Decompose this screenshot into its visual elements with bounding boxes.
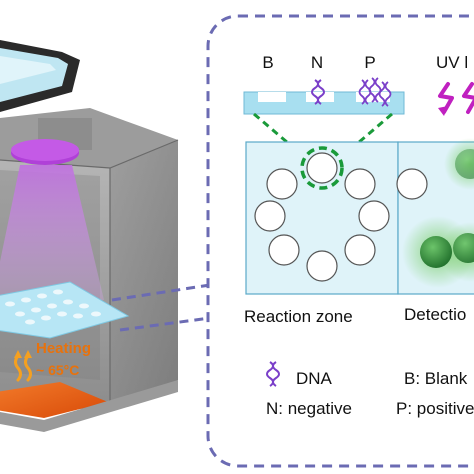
detection-well-positive — [420, 236, 452, 268]
uv-lamp-top — [11, 139, 79, 161]
uv-beam — [0, 165, 104, 310]
chip-wells — [5, 289, 101, 325]
legend: DNA B: Blank N: negative P: positive — [266, 361, 474, 418]
legend-negative: N: negative — [266, 399, 352, 418]
uv-label: UV l — [436, 53, 468, 72]
legend-blank: B: Blank — [404, 369, 468, 388]
reaction-wells — [254, 152, 390, 282]
uv-lightning-icon — [438, 82, 454, 114]
legend-positive: P: positive — [396, 399, 474, 418]
callout-line-bottom — [119, 316, 211, 332]
lid-glare — [0, 56, 56, 84]
heating-label: Heating — [36, 340, 91, 357]
detection-well-positive-2 — [453, 233, 474, 263]
detection-well-faint — [455, 149, 474, 179]
label-negative: N — [311, 53, 323, 72]
highlighted-well — [300, 146, 344, 190]
detection-zone-label: Detectio — [404, 305, 466, 324]
reaction-zone-label: Reaction zone — [244, 307, 353, 326]
detection-well-blank — [396, 168, 428, 200]
heat-wave-icon — [14, 354, 32, 382]
callout-line-top — [111, 283, 211, 302]
legend-dna: DNA — [296, 369, 333, 388]
device-illustration: Heating ~ 65°C — [0, 40, 179, 432]
base-shelf — [0, 380, 178, 432]
temperature-label: ~ 65°C — [36, 362, 79, 378]
label-blank: B — [262, 53, 273, 72]
heater-block — [0, 382, 108, 418]
dna-cluster-positive — [358, 77, 392, 107]
box-side-face — [110, 140, 178, 412]
dna-legend-icon — [266, 361, 280, 387]
label-positive: P — [364, 53, 375, 72]
inset-panel: B N P UV l — [206, 14, 474, 468]
dna-icon-negative — [311, 79, 325, 105]
